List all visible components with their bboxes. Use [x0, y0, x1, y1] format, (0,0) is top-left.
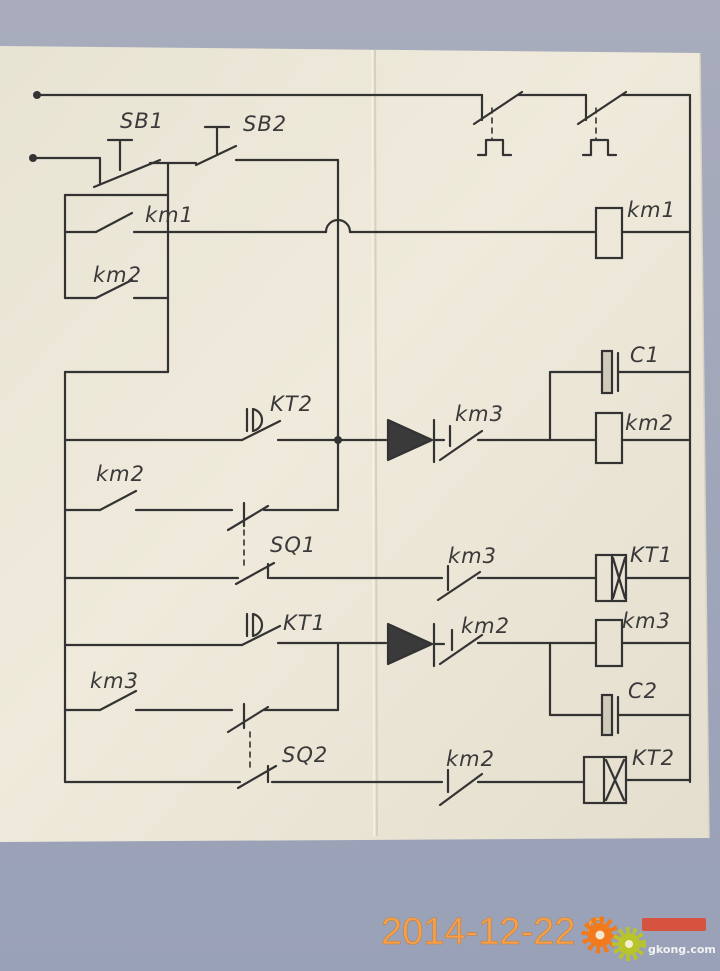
- wire-sb1-in: [31, 156, 102, 185]
- label-km2-contact-1: km2: [461, 614, 510, 638]
- row-kt1-coil: [63, 553, 692, 603]
- km3-interlock-contact-2: [436, 564, 482, 602]
- wire-crossover-jumper: [324, 218, 352, 234]
- diode-1-body: [386, 418, 434, 462]
- paper-crease: [374, 49, 378, 837]
- km1-coil: [594, 206, 624, 260]
- sq1-contact-lower: [234, 561, 276, 586]
- diode-1-bar: [432, 418, 446, 464]
- label-kt2-contact: KT2: [270, 392, 313, 416]
- row-km3-coil: [63, 612, 692, 737]
- label-km3-coil: km3: [622, 609, 671, 633]
- km2-interlock-contact-2: [438, 768, 484, 807]
- row-pushbuttons: [31, 125, 340, 510]
- sq2-contact-lower: [236, 764, 278, 790]
- row-top-supply: [35, 90, 692, 157]
- c2-capacitor-plate: [600, 693, 614, 737]
- sb2-button-head: [203, 125, 231, 156]
- km1-hold-contact: [94, 211, 134, 234]
- label-km2-contact: km2: [93, 263, 142, 287]
- label-sb2: SB2: [243, 112, 287, 136]
- wire-kt1-contact-row: [63, 641, 388, 647]
- kt1-timer-symbol: [245, 612, 264, 638]
- label-km3-contact-1: km3: [455, 402, 504, 426]
- wire-c1-branch: [548, 370, 692, 442]
- wire-kt2-coil-row: [63, 778, 692, 784]
- km3-hold-contact: [98, 689, 138, 712]
- watermark-logo: gkong.com: [581, 916, 716, 961]
- circuit-labels: SB1 SB2 km1 km2 km1 KT2 km3 C1 km2 km2 S…: [90, 109, 676, 771]
- photo-timestamp: 2014-12-22 0: [381, 911, 607, 953]
- row-km2-hold: [63, 489, 340, 569]
- label-sb1: SB1: [120, 109, 164, 133]
- kt2-timer-symbol: [245, 407, 264, 433]
- kt2-coil-cross: [602, 755, 626, 805]
- terminal-dot-second: [29, 154, 37, 162]
- km3-coil: [594, 618, 624, 668]
- label-c2: C2: [628, 679, 658, 703]
- gear-icon: [581, 916, 619, 954]
- label-kt1-coil: KT1: [630, 543, 673, 567]
- circuit-drawing: [31, 90, 692, 807]
- sq1-contact-upper: [226, 501, 270, 532]
- label-km2-contact-2: km2: [446, 747, 495, 771]
- watermark-lettering-mark: [642, 918, 706, 931]
- km2-hold-contact-lower: [98, 489, 138, 512]
- label-sq1: SQ1: [270, 533, 316, 557]
- wire-c2-branch: [548, 641, 692, 717]
- label-km3-hold: km3: [90, 669, 139, 693]
- label-km2-hold-lower: km2: [96, 462, 145, 486]
- paper-right-edge: [699, 52, 710, 839]
- diode-2-bar: [432, 622, 446, 668]
- paper-crease-highlight: [371, 49, 375, 837]
- label-kt2-coil: KT2: [632, 746, 675, 770]
- watermark-site: gkong.com: [648, 943, 716, 956]
- label-c1: C1: [630, 343, 660, 367]
- kt2-timer-contact: [240, 419, 282, 442]
- terminal-dot-top: [33, 91, 41, 99]
- label-km3-contact-2: km3: [448, 544, 497, 568]
- sq2-contact-upper: [226, 702, 270, 734]
- gear-icon-secondary: [612, 927, 646, 961]
- thermal-element-2: [581, 138, 618, 157]
- label-km2-coil: km2: [625, 411, 674, 435]
- label-km1-contact: km1: [145, 203, 194, 227]
- km3-interlock-contact-1: [438, 424, 484, 462]
- km2-interlock-contact-1: [438, 628, 484, 666]
- sb1-button-head: [106, 138, 134, 172]
- row-km2-coil: [63, 349, 692, 465]
- sb2-contact: [194, 144, 238, 167]
- row-kt2-coil: [63, 755, 692, 807]
- thermal-contact-2: [576, 90, 628, 126]
- label-kt1-contact: KT1: [283, 611, 326, 635]
- terminal-dots: [29, 91, 342, 444]
- label-km1-coil: km1: [627, 198, 676, 222]
- junction-dot: [334, 436, 342, 444]
- label-sq2: SQ2: [282, 743, 328, 767]
- row-km3-hold: [63, 689, 340, 773]
- thermal-contact-1: [472, 90, 524, 126]
- kt1-coil-cross: [610, 553, 627, 603]
- km2-hold-contact: [94, 278, 134, 300]
- c1-capacitor-plate: [600, 349, 614, 395]
- kt1-timer-contact: [240, 624, 282, 647]
- km2-coil: [594, 411, 624, 465]
- sb1-contact: [92, 158, 162, 189]
- thermal-element-1: [476, 138, 513, 157]
- diode-2-body: [386, 622, 434, 666]
